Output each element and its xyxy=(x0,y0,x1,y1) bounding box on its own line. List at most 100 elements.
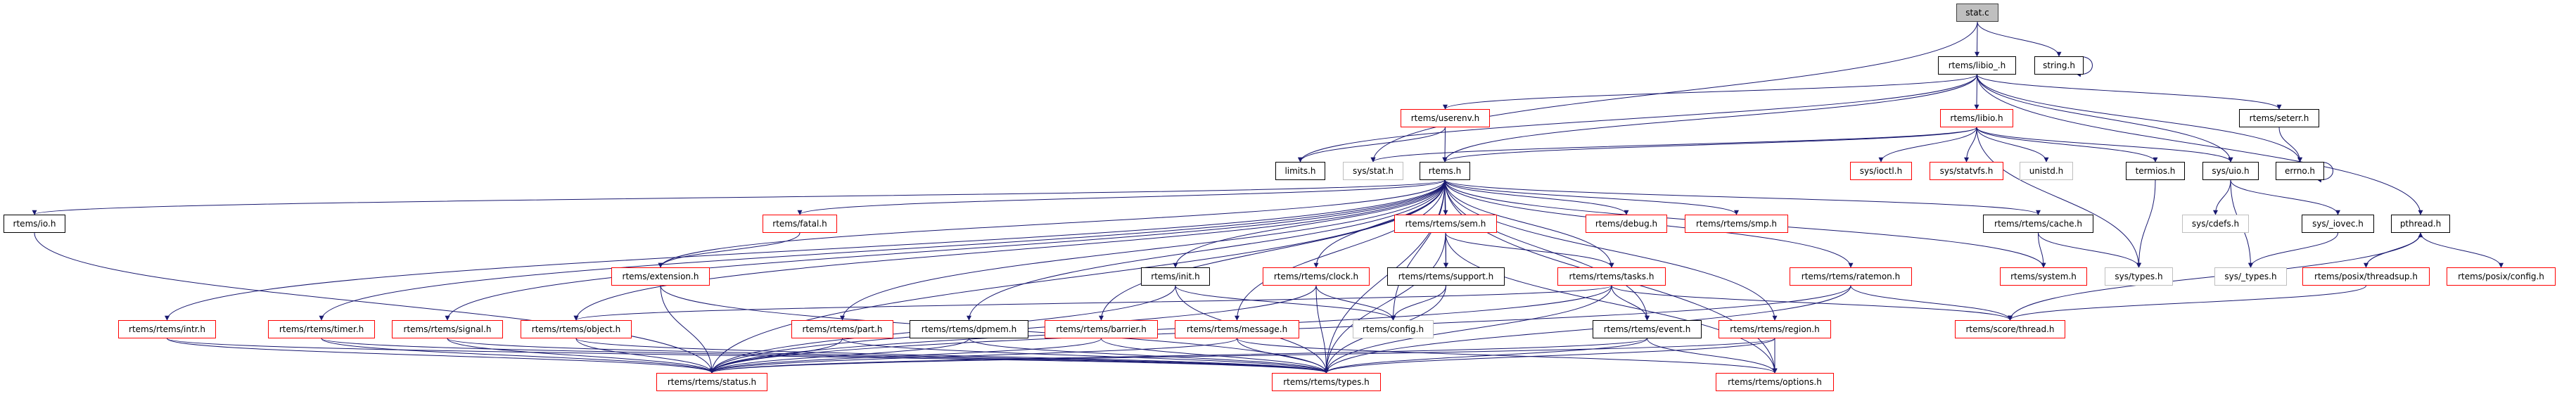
edge-libio_-to-errno xyxy=(1977,74,2302,163)
node-thread[interactable]: rtems/score/thread.h xyxy=(1955,320,2065,338)
edge-libio-to-statvfs xyxy=(1964,127,1977,163)
edge-timer-to-status xyxy=(321,338,715,374)
edge-init-to-config xyxy=(1175,285,1396,321)
edge-rtems-to-intr xyxy=(165,179,1446,321)
node-barrier[interactable]: rtems/rtems/barrier.h xyxy=(1045,320,1158,338)
node-limits[interactable]: limits.h xyxy=(1275,162,1325,180)
edge-stat_c-to-libio_ xyxy=(1975,21,1980,57)
node-support[interactable]: rtems/rtems/support.h xyxy=(1387,267,1505,286)
node-cdefs[interactable]: sys/cdefs.h xyxy=(2182,215,2249,233)
node-pthread[interactable]: pthread.h xyxy=(2391,215,2450,233)
edge-tasks-to-thread xyxy=(1611,285,2013,321)
edge-threadsup-to-pthread xyxy=(2366,232,2423,268)
edge-signal-to-types xyxy=(447,338,1329,374)
node-message[interactable]: rtems/rtems/message.h xyxy=(1175,320,1299,338)
node-stat-c[interactable]: stat.c xyxy=(1956,4,1998,22)
edge-dpmem-to-status xyxy=(709,338,969,374)
node-part[interactable]: rtems/rtems/part.h xyxy=(791,320,893,338)
edge-rtems-to-init xyxy=(1173,179,1446,268)
node-iovec[interactable]: sys/_iovec.h xyxy=(2302,215,2374,233)
node-system[interactable]: rtems/system.h xyxy=(2000,267,2087,286)
edge-rtems-to-cache xyxy=(1444,179,2041,215)
node-systypes[interactable]: sys/types.h xyxy=(2105,267,2173,286)
node-libio[interactable]: rtems/libio.h xyxy=(1940,109,2013,127)
edge-ratemon-to-thread xyxy=(1850,285,2013,321)
node-sys-types[interactable]: sys/_types.h xyxy=(2214,267,2287,286)
edge-libio-to-systypes xyxy=(1976,127,2141,268)
edge-termios-to-systypes xyxy=(2136,179,2156,268)
node-string[interactable]: string.h xyxy=(2034,56,2084,75)
node-intr[interactable]: rtems/rtems/intr.h xyxy=(118,320,216,338)
node-seterr[interactable]: rtems/seterr.h xyxy=(2239,109,2319,127)
node-init[interactable]: rtems/init.h xyxy=(1141,267,1210,286)
edge-stat_c-to-string xyxy=(1977,21,2062,57)
node-errno[interactable]: errno.h xyxy=(2276,162,2324,180)
node-status[interactable]: rtems/rtems/status.h xyxy=(656,373,767,391)
edge-threadsup-to-thread xyxy=(2008,285,2366,321)
edge-stat_c-to-sysstat xyxy=(1370,21,1978,163)
edge-io-to-status xyxy=(34,232,715,374)
node-region[interactable]: rtems/rtems/region.h xyxy=(1719,320,1831,338)
node-sysstat[interactable]: sys/stat.h xyxy=(1343,162,1403,180)
node-sem[interactable]: rtems/rtems/sem.h xyxy=(1394,215,1497,233)
node-userenv[interactable]: rtems/userenv.h xyxy=(1401,109,1490,127)
edge-sem-to-options xyxy=(1445,232,1778,374)
edge-rtems-to-region xyxy=(1444,179,1778,321)
node-ioctl[interactable]: sys/ioctl.h xyxy=(1850,162,1912,180)
edge-userenv-to-limits xyxy=(1298,127,1446,163)
node-clock[interactable]: rtems/rtems/clock.h xyxy=(1263,267,1370,286)
edge-libio_-to-userenv xyxy=(1443,74,1977,110)
edge-libio-to-uio xyxy=(1976,127,2233,163)
edge-rtems-to-part xyxy=(840,179,1446,321)
node-libio-[interactable]: rtems/libio_.h xyxy=(1938,56,2016,75)
node-threadsup[interactable]: rtems/posix/threadsup.h xyxy=(2302,267,2430,286)
edge-timer-to-types xyxy=(321,338,1329,374)
node-statvfs[interactable]: sys/statvfs.h xyxy=(1930,162,2003,180)
edge-cache-to-systypes xyxy=(2038,232,2141,268)
edge-part-to-types xyxy=(842,338,1329,374)
edge-libio-to-sysstat xyxy=(1370,127,1977,163)
node-cache[interactable]: rtems/rtems/cache.h xyxy=(1983,215,2093,233)
node-signal[interactable]: rtems/rtems/signal.h xyxy=(392,320,503,338)
edge-tasks-to-object xyxy=(573,285,1612,321)
edge-rtems-to-dpmem xyxy=(967,179,1446,321)
edge-cache-to-system xyxy=(2038,232,2046,268)
edge-message-to-types xyxy=(1237,338,1329,374)
edge-clock-to-types xyxy=(1315,285,1329,374)
edge-event-to-options xyxy=(1647,338,1778,374)
node-object[interactable]: rtems/rtems/object.h xyxy=(521,320,632,338)
node-unistd[interactable]: unistd.h xyxy=(2020,162,2073,180)
edge-fatal-to-extension xyxy=(658,232,801,268)
edge-barrier-to-status xyxy=(709,338,1102,374)
edge-rtems-to-barrier xyxy=(1099,179,1446,321)
node-event[interactable]: rtems/rtems/event.h xyxy=(1593,320,1702,338)
node-rtems[interactable]: rtems.h xyxy=(1420,162,1470,180)
edge-libio_-to-uio xyxy=(1977,74,2233,163)
node-fatal[interactable]: rtems/fatal.h xyxy=(763,215,837,233)
edge-dpmem-to-types xyxy=(969,338,1329,374)
node-types[interactable]: rtems/rtems/types.h xyxy=(1272,373,1381,391)
node-extension[interactable]: rtems/extension.h xyxy=(611,267,710,286)
edge-userenv-to-rtems xyxy=(1442,127,1448,163)
edge-tasks-to-status xyxy=(709,285,1612,374)
node-tasks[interactable]: rtems/rtems/tasks.h xyxy=(1557,267,1666,286)
node-config[interactable]: rtems/config.h xyxy=(1353,320,1434,338)
node-ratemon[interactable]: rtems/rtems/ratemon.h xyxy=(1790,267,1912,286)
edge-region-to-status xyxy=(709,338,1775,374)
edge-clock-to-config xyxy=(1315,285,1396,321)
node-posixconfig[interactable]: rtems/posix/config.h xyxy=(2447,267,2556,286)
edge-tasks-to-event xyxy=(1611,285,1650,321)
node-smp[interactable]: rtems/rtems/smp.h xyxy=(1685,215,1788,233)
edge-event-to-status xyxy=(709,338,1647,374)
node-uio[interactable]: sys/uio.h xyxy=(2202,162,2259,180)
node-io[interactable]: rtems/io.h xyxy=(4,215,65,233)
edge-intr-to-types xyxy=(167,338,1329,374)
node-dpmem[interactable]: rtems/rtems/dpmem.h xyxy=(910,320,1028,338)
node-termios[interactable]: termios.h xyxy=(2126,162,2185,180)
edge-libio-to-unistd xyxy=(1976,127,2049,163)
edge-ratemon-to-types xyxy=(1324,285,1851,374)
edge-rtems-to-smp xyxy=(1444,179,1739,215)
node-timer[interactable]: rtems/rtems/timer.h xyxy=(268,320,375,338)
node-debug[interactable]: rtems/debug.h xyxy=(1586,215,1667,233)
node-options[interactable]: rtems/rtems/options.h xyxy=(1716,373,1834,391)
